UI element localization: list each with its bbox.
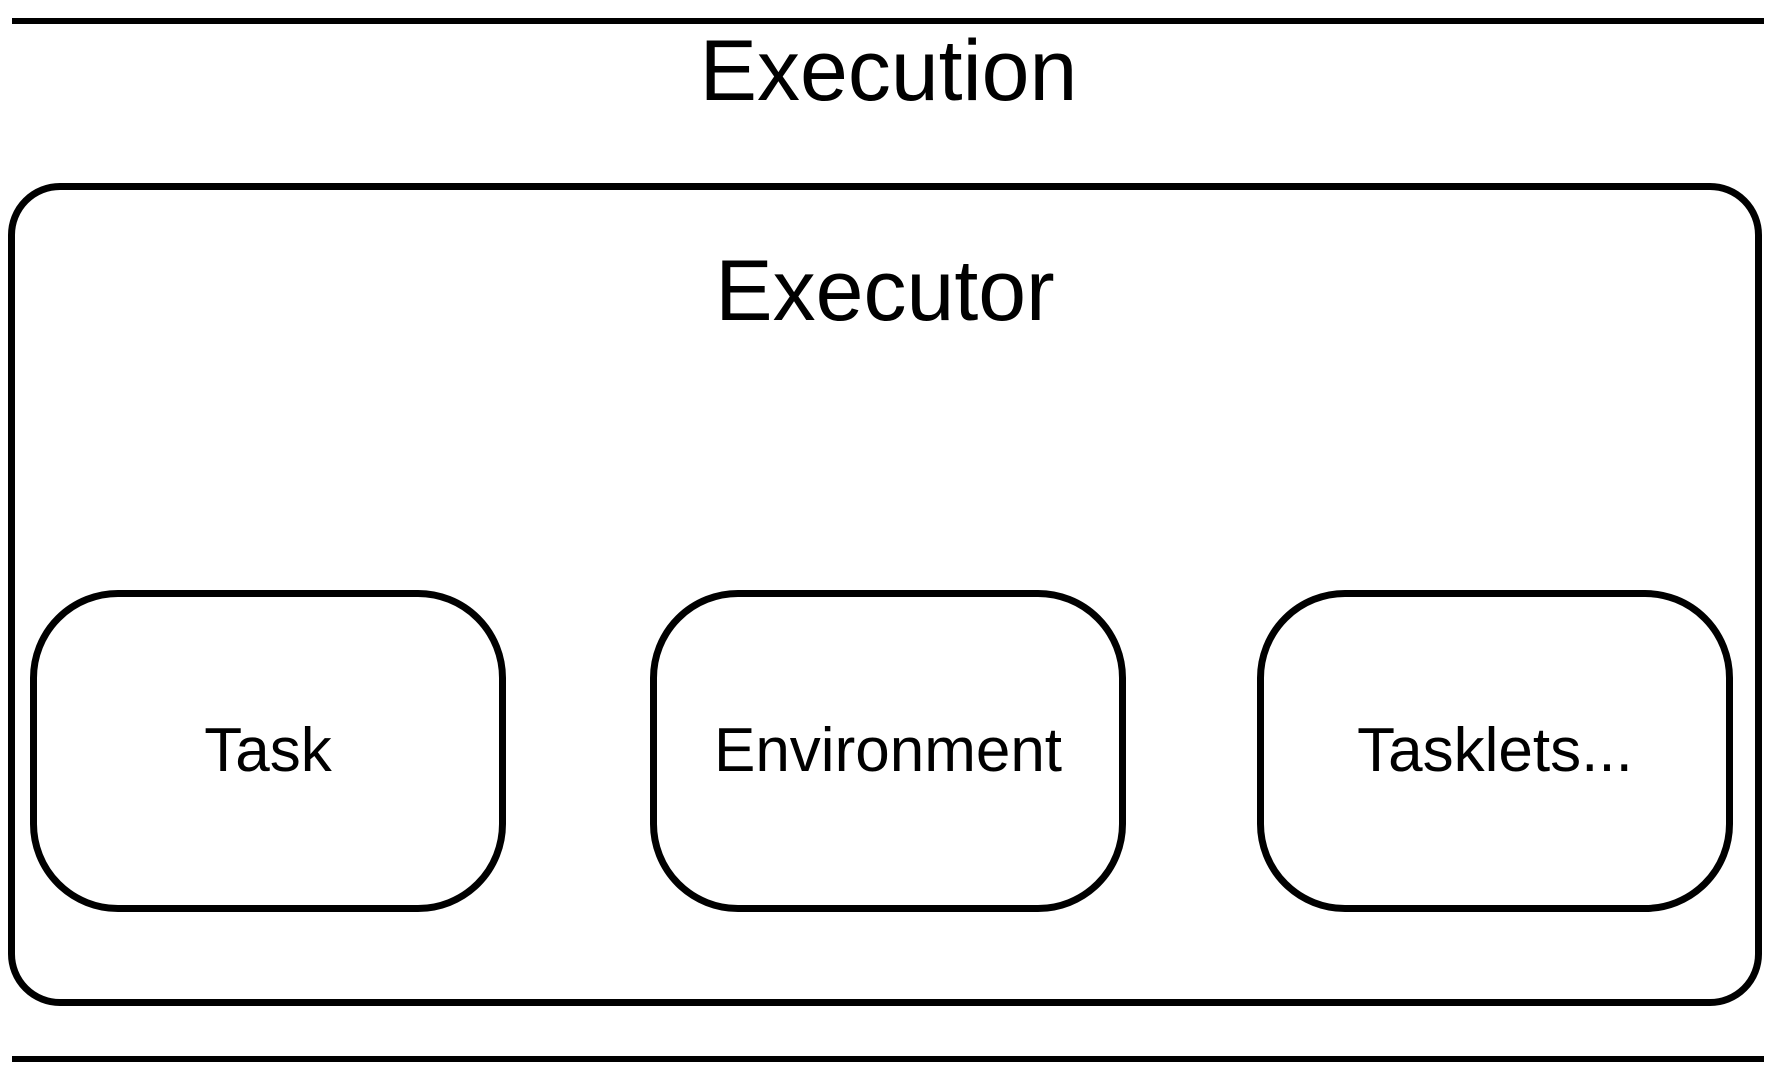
diagram-title: Execution: [699, 23, 1078, 119]
executor-box: Executor Task Environment Tasklets...: [8, 183, 1762, 1006]
tasklets-node-label: Tasklets...: [1357, 716, 1633, 785]
environment-node: Environment: [650, 590, 1126, 912]
environment-node-label: Environment: [713, 716, 1063, 785]
executor-label: Executor: [715, 243, 1055, 339]
task-node: Task: [30, 590, 506, 912]
bottom-divider-line: [12, 1056, 1764, 1062]
top-divider-line: [12, 18, 1764, 24]
task-node-label: Task: [204, 716, 332, 785]
tasklets-node: Tasklets...: [1257, 590, 1733, 912]
